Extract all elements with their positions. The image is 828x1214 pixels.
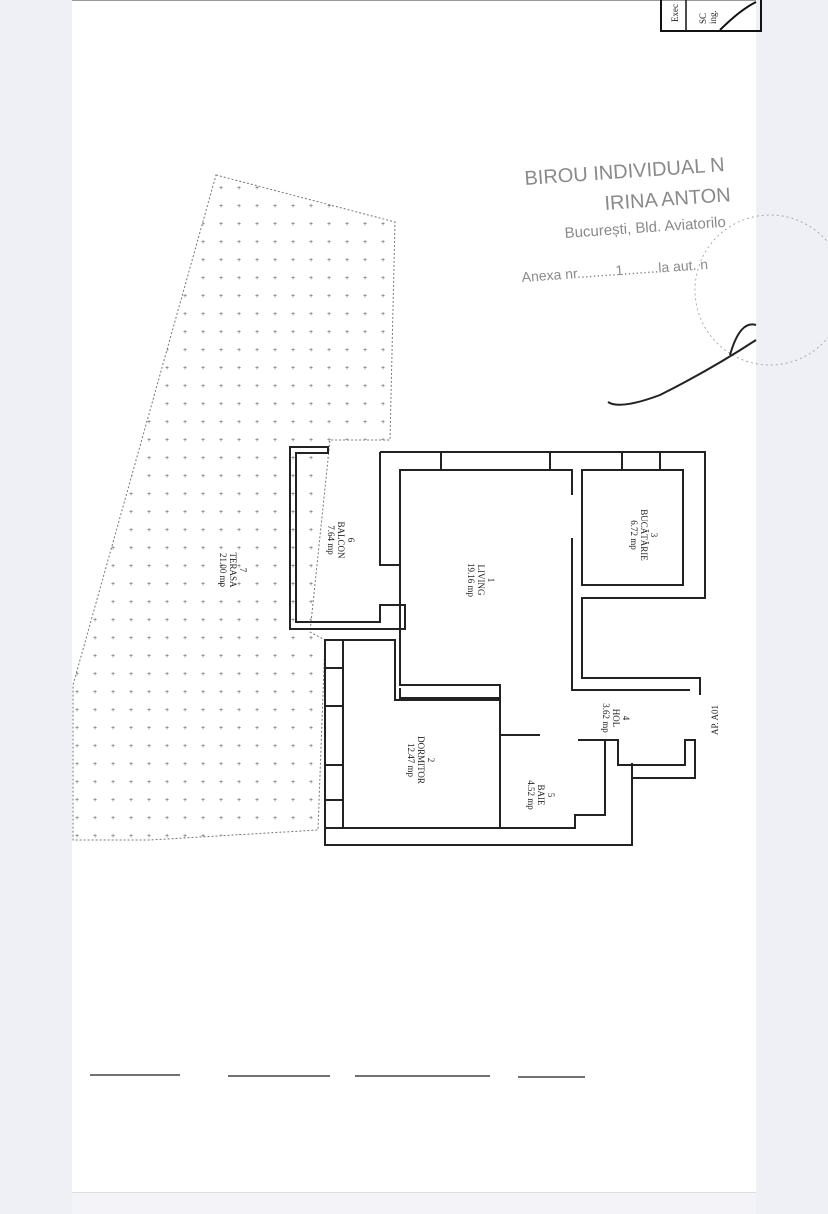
svg-text:3: 3 (649, 533, 659, 538)
svg-text:21.00 mp: 21.00 mp (218, 553, 228, 588)
svg-text:7: 7 (238, 568, 248, 573)
signature (607, 339, 757, 406)
svg-text:12.47 mp: 12.47 mp (406, 743, 416, 778)
room-label-dormitor: 2 DORMITOR 12.47 mp (406, 736, 436, 784)
svg-text:4: 4 (621, 716, 631, 721)
apartment-label: AP. A01 (710, 705, 720, 735)
scan-lines (90, 1074, 585, 1078)
svg-text:TERASA: TERASA (228, 552, 238, 588)
room-label-baie: 5 BAIE 4.52 mp (526, 780, 556, 810)
walls (289, 446, 706, 846)
svg-text:6: 6 (346, 538, 356, 543)
svg-text:19.16 mp: 19.16 mp (466, 563, 476, 598)
stamp-line-4: Anexa nr..........1.........la aut. n (521, 256, 708, 285)
svg-text:4.52 mp: 4.52 mp (526, 780, 536, 810)
svg-text:1: 1 (486, 578, 496, 583)
room-label-bucatarie: 3 BUCĂTĂRIE 6.72 mp (629, 509, 659, 561)
svg-text:BUCĂTĂRIE: BUCĂTĂRIE (639, 509, 649, 561)
bottom-bar (72, 1192, 756, 1214)
title-block: Exec SC ing. (660, 0, 762, 32)
terrace (72, 174, 396, 841)
svg-text:BAIE: BAIE (536, 785, 546, 806)
svg-text:3.62 mp: 3.62 mp (601, 703, 611, 733)
svg-text:LIVING: LIVING (476, 565, 486, 596)
stamp-line-1: BIROU INDIVIDUAL N (524, 154, 725, 190)
room-label-hol: 4 HOL 3.62 mp (601, 703, 631, 733)
title-block-ing: ing. (708, 10, 718, 24)
room-label-terasa: 7 TERASA 21.00 mp (218, 552, 248, 588)
svg-text:7.64 mp: 7.64 mp (326, 525, 336, 555)
svg-text:5: 5 (546, 793, 556, 798)
room-label-balcon: 6 BALCON 7.64 mp (326, 521, 356, 559)
stamp-line-3: București, Bld. Aviatorilo (564, 214, 726, 242)
svg-text:AP. A01: AP. A01 (710, 705, 720, 735)
svg-text:HOL: HOL (611, 709, 621, 728)
title-block-exec: Exec (670, 4, 680, 22)
svg-text:6.72 mp: 6.72 mp (629, 520, 639, 550)
room-label-living: 1 LIVING 19.16 mp (466, 563, 496, 598)
title-block-sc: SC (698, 13, 708, 24)
svg-text:2: 2 (426, 758, 436, 763)
notary-stamp: BIROU INDIVIDUAL N IRINA ANTON București… (521, 154, 828, 406)
svg-text:BALCON: BALCON (336, 521, 346, 559)
svg-text:DORMITOR: DORMITOR (416, 736, 426, 784)
stamp-line-2: IRINA ANTON (604, 184, 732, 215)
